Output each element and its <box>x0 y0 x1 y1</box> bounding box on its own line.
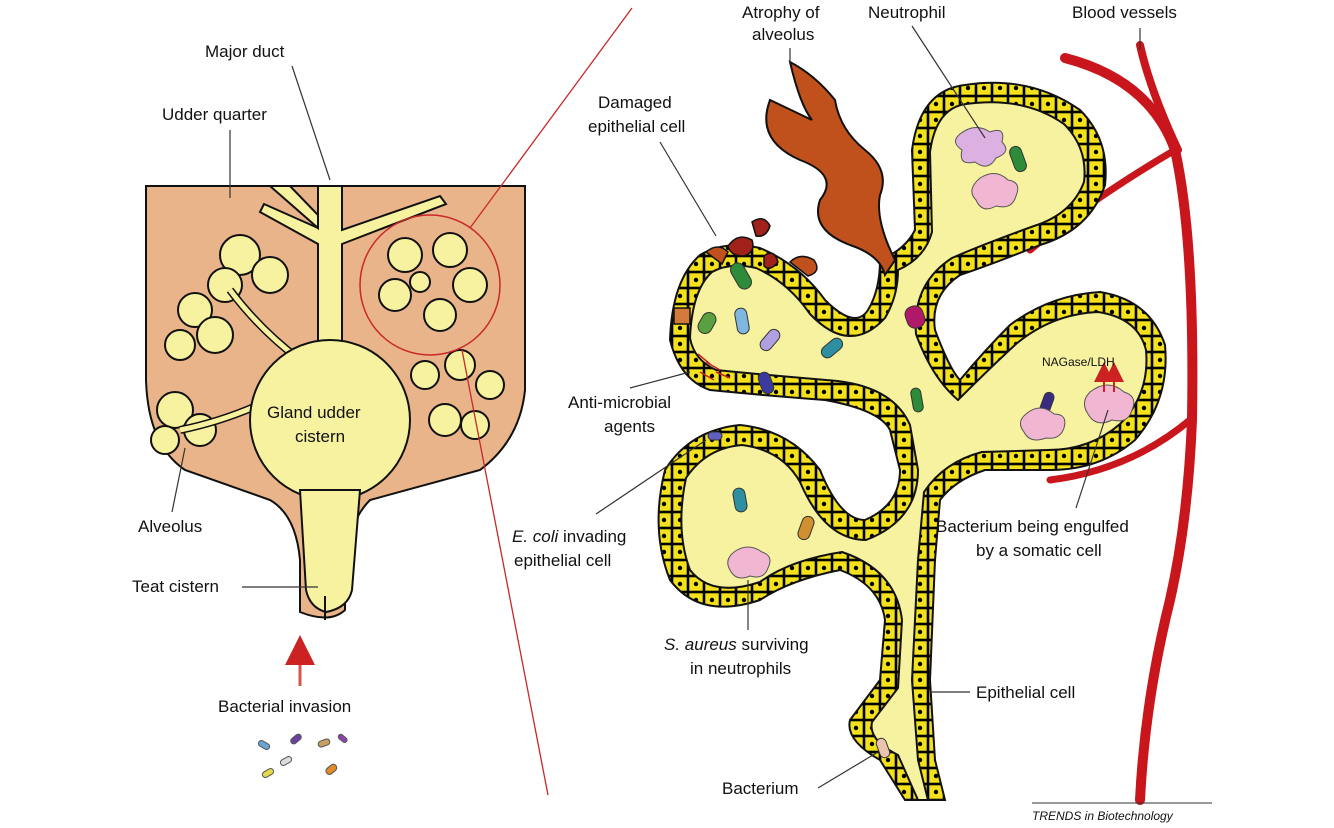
label-saureus-1: S. aureus surviving <box>664 635 809 654</box>
credit-trends-biotechnology: TRENDS in Biotechnology <box>1032 809 1174 823</box>
alveolar-epithelium <box>657 81 1167 801</box>
label-udder-quarter: Udder quarter <box>162 105 267 124</box>
zoom-circle <box>359 214 501 356</box>
udder-quarter-panel: Major duct Udder quarter Gland udder cis… <box>132 7 633 796</box>
label-atrophy-1: Atrophy of <box>742 3 820 22</box>
label-ecoli-2: epithelial cell <box>514 551 611 570</box>
label-neutrophil: Neutrophil <box>868 3 946 22</box>
label-blood-vessels: Blood vessels <box>1072 3 1177 22</box>
label-damaged-1: Damaged <box>598 93 672 112</box>
alveoli-left <box>150 234 303 455</box>
label-bacterium: Bacterium <box>722 779 799 798</box>
damaged-epithelial-cells <box>673 218 818 325</box>
label-nagase-ldh: NAGase/LDH <box>1042 355 1115 369</box>
label-teat-cistern: Teat cistern <box>132 577 219 596</box>
label-ecoli-1: E. coli invading <box>512 527 626 546</box>
label-gland-cistern-2: cistern <box>295 427 345 446</box>
label-epithelial-cell: Epithelial cell <box>976 683 1075 702</box>
zoom-line-bottom <box>461 349 549 796</box>
label-antimicrobial-2: agents <box>604 417 655 436</box>
label-bacterial-invasion: Bacterial invasion <box>218 697 351 716</box>
zoom-line-top <box>469 7 633 229</box>
label-major-duct: Major duct <box>205 42 285 61</box>
label-ecoli-rest: invading <box>558 527 626 546</box>
alveolus-detail-panel: Atrophy of alveolus Neutrophil Blood ves… <box>512 3 1212 823</box>
label-engulfed-2: by a somatic cell <box>976 541 1102 560</box>
neutrophils <box>727 127 1135 579</box>
antimicrobial-arrows <box>697 353 731 381</box>
label-alveolus: Alveolus <box>138 517 202 536</box>
alveolar-lumen <box>680 101 1148 801</box>
label-engulfed-1: Bacterium being engulfed <box>936 517 1129 536</box>
alveoli-right <box>378 232 505 440</box>
atrophy-of-alveolus-shape <box>765 60 897 278</box>
label-ecoli-italic: E. coli <box>512 527 560 546</box>
label-saureus-rest: surviving <box>737 635 809 654</box>
label-damaged-2: epithelial cell <box>588 117 685 136</box>
label-saureus-italic: S. aureus <box>664 635 737 654</box>
label-gland-cistern-1: Gland udder <box>267 403 361 422</box>
label-atrophy-2: alveolus <box>752 25 814 44</box>
teat-cistern-shape <box>298 489 362 614</box>
label-saureus-2: in neutrophils <box>690 659 791 678</box>
invading-bacteria <box>257 733 348 778</box>
label-antimicrobial-1: Anti-microbial <box>568 393 671 412</box>
